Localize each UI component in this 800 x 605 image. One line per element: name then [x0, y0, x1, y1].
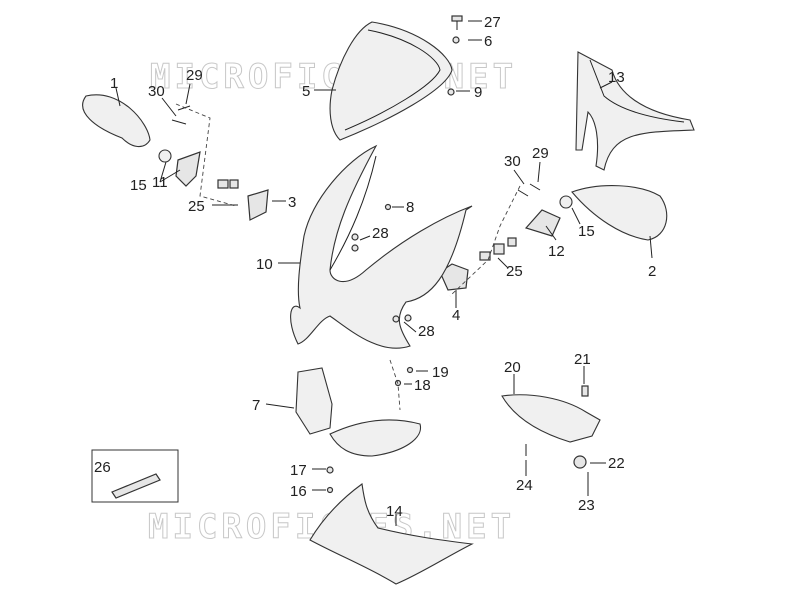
- part-plate-right: [439, 263, 469, 291]
- callout-26: 26: [94, 459, 111, 476]
- callout-15a: 15: [130, 177, 147, 194]
- callout-21: 21: [574, 351, 591, 368]
- part-screw-30a: [171, 119, 187, 125]
- part-mirror-left: [82, 94, 151, 148]
- callout-5: 5: [302, 83, 310, 100]
- part-plate-left: [247, 189, 269, 221]
- part-inner-frame: [575, 51, 695, 171]
- callout-23: 23: [578, 497, 595, 514]
- callout-25b: 25: [506, 263, 523, 280]
- callout-19: 19: [432, 364, 449, 381]
- part-side-bracket: [501, 394, 601, 443]
- callout-3: 3: [288, 194, 296, 211]
- part-nut-28b: [351, 244, 359, 252]
- part-nut-28c: [392, 315, 400, 323]
- callout-15b: 15: [578, 223, 595, 240]
- part-mirror-base-right: [524, 209, 561, 237]
- callout-9: 9: [474, 84, 482, 101]
- callout-8: 8: [406, 199, 414, 216]
- callout-10: 10: [256, 256, 273, 273]
- part-bushings-right: [479, 237, 517, 261]
- part-cap-right: [559, 195, 573, 209]
- part-belly-pan: [309, 483, 474, 585]
- leader-lines: [115, 20, 653, 526]
- part-adhesive-strip-box: [91, 449, 179, 503]
- part-cap-left: [158, 149, 172, 163]
- callout-1: 1: [110, 75, 118, 92]
- part-front-fairing: [290, 144, 473, 349]
- callout-14: 14: [386, 503, 403, 520]
- part-bushings-left: [217, 179, 239, 189]
- part-washer-17: [326, 466, 334, 474]
- callout-29b: 29: [532, 145, 549, 162]
- assembly-line-right: [449, 185, 521, 297]
- callout-16: 16: [290, 483, 307, 500]
- callout-11: 11: [152, 174, 168, 191]
- part-screws-top: [447, 15, 463, 96]
- callout-18: 18: [414, 377, 431, 394]
- callout-12: 12: [548, 243, 565, 260]
- callout-30a: 30: [148, 83, 165, 100]
- callout-25a: 25: [188, 198, 205, 215]
- part-screw-29a: [177, 105, 191, 111]
- part-nut-28d: [404, 314, 412, 322]
- callout-27: 27: [484, 14, 501, 31]
- assembly-line-left: [175, 103, 237, 207]
- part-mirror-right: [571, 185, 668, 241]
- part-windscreen: [329, 21, 453, 141]
- callout-28a: 28: [372, 225, 389, 242]
- callout-20: 20: [504, 359, 521, 376]
- part-screw-19: [406, 366, 414, 374]
- part-grommet: [573, 455, 587, 469]
- callout-2: 2: [648, 263, 656, 280]
- part-screw-29b: [529, 183, 541, 191]
- callout-28b: 28: [418, 323, 435, 340]
- part-lower-duct: [329, 419, 422, 457]
- part-mirror-base-left: [175, 151, 201, 187]
- callout-13: 13: [608, 69, 625, 86]
- callout-29a: 29: [186, 67, 203, 84]
- part-screw-8: [384, 203, 392, 211]
- part-mount-bracket: [295, 367, 333, 435]
- part-clip: [581, 385, 589, 397]
- callout-30b: 30: [504, 153, 521, 170]
- callout-4: 4: [452, 307, 460, 324]
- part-nut-28a: [351, 233, 359, 241]
- assembly-line-center: [389, 359, 401, 411]
- callout-7: 7: [252, 397, 260, 414]
- callout-22: 22: [608, 455, 625, 472]
- callout-17: 17: [290, 462, 307, 479]
- part-screw-16: [326, 486, 334, 494]
- callout-24: 24: [516, 477, 533, 494]
- part-screw-30b: [517, 189, 529, 197]
- callout-6: 6: [484, 33, 492, 50]
